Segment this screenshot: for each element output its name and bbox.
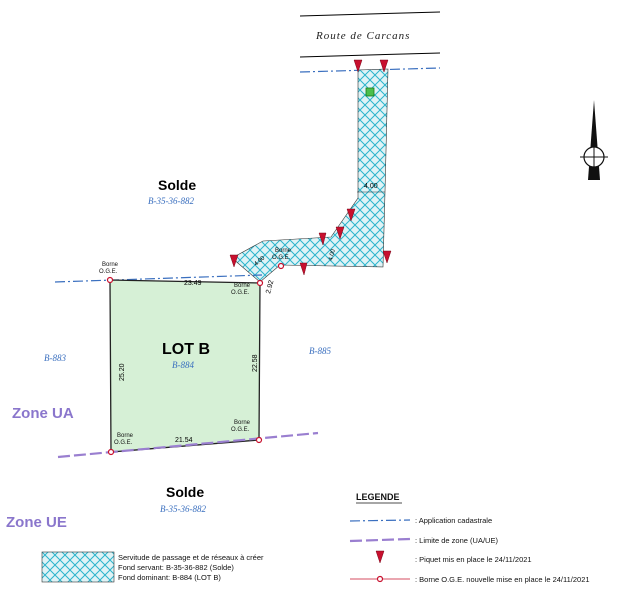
diag-label-a: 4.00: [328, 248, 337, 261]
borne-corridor: [277, 262, 285, 270]
borne-label-ne-1: Borne: [234, 283, 251, 289]
servitude-line3: Fond dominant: B-884 (LOT B): [118, 573, 221, 582]
borne-se: [255, 436, 263, 444]
cadastral-line-top: [54, 274, 263, 283]
legend-swatch-picket: [375, 550, 385, 564]
zone-limit-line: [57, 431, 319, 459]
solde-bottom-label: Solde: [166, 484, 204, 500]
picket-2: [379, 59, 389, 73]
borne-label-se-1: Borne: [234, 420, 251, 426]
picket-1: [353, 59, 363, 73]
servitude-legend: Servitude de passage et de réseaux à cré…: [41, 551, 264, 583]
servitude-corridor: [231, 68, 389, 283]
picket-8: [299, 262, 308, 276]
cadastral-line-road: [299, 67, 441, 73]
picket-7: [229, 254, 239, 268]
north-arrow-icon: [580, 100, 608, 180]
survey-point-icon: [365, 87, 375, 97]
borne-label-nw-2: O.G.E.: [99, 269, 118, 275]
road: Route de Carcans: [299, 11, 441, 58]
borne-markers: [106, 262, 285, 456]
lot-b-ref: B-884: [172, 360, 194, 370]
solde-bottom-ref: B-35-36-882: [160, 504, 206, 514]
legend-title: LEGENDE: [356, 492, 400, 502]
borne-label-ne-2: O.G.E.: [231, 290, 250, 296]
borne-label-corr-2: O.G.E.: [272, 255, 291, 261]
servitude-line1: Servitude de passage et de réseaux à cré…: [118, 553, 264, 562]
parcel-b883: B-883: [44, 353, 66, 363]
legend-item-2: : Limite de zone (UA/UE): [415, 536, 498, 545]
picket-5: [318, 232, 327, 246]
servitude-swatch: [41, 551, 115, 583]
borne-sw: [107, 448, 115, 456]
dim-bottom: 21.54: [175, 437, 193, 444]
borne-label-corr-1: Borne: [275, 248, 292, 254]
road-name: Route de Carcans: [315, 30, 410, 42]
solde-top-ref: B-35-36-882: [148, 196, 194, 206]
borne-label-sw-1: Borne: [117, 433, 134, 439]
picket-markers: [229, 59, 392, 276]
dim-left: 25.20: [119, 363, 126, 381]
dim-top: 23.49: [184, 280, 202, 287]
legend-swatch-cadastral: [349, 519, 411, 522]
zone-ua-label: Zone UA: [12, 405, 74, 422]
corridor-width-label: 4.00: [364, 183, 378, 190]
legend: LEGENDE : Application cadastrale : Limit…: [349, 492, 590, 584]
servitude-line2: Fond servant: B-35-36-882 (Solde): [118, 563, 234, 572]
zone-ue-label: Zone UE: [6, 514, 67, 531]
legend-swatch-zone: [349, 537, 411, 543]
legend-item-3: : Piquet mis en place le 24/11/2021: [415, 555, 532, 564]
dim-right: 22.58: [252, 354, 259, 372]
dim-corner: 2.92: [265, 279, 275, 294]
borne-ne: [256, 279, 264, 287]
picket-6: [382, 250, 392, 264]
parcel-b885: B-885: [309, 346, 331, 356]
legend-item-4: : Borne O.G.E. nouvelle mise en place le…: [415, 575, 590, 584]
borne-nw: [106, 276, 114, 284]
legend-item-1: : Application cadastrale: [415, 516, 492, 525]
lot-b-label: LOT B: [162, 341, 210, 358]
legend-swatch-borne: [376, 575, 384, 583]
borne-label-nw-1: Borne: [102, 262, 119, 268]
solde-top-label: Solde: [158, 177, 196, 193]
picket-4: [335, 226, 345, 240]
picket-3: [346, 208, 356, 222]
borne-label-se-2: O.G.E.: [231, 427, 250, 433]
borne-label-sw-2: O.G.E.: [114, 440, 133, 446]
